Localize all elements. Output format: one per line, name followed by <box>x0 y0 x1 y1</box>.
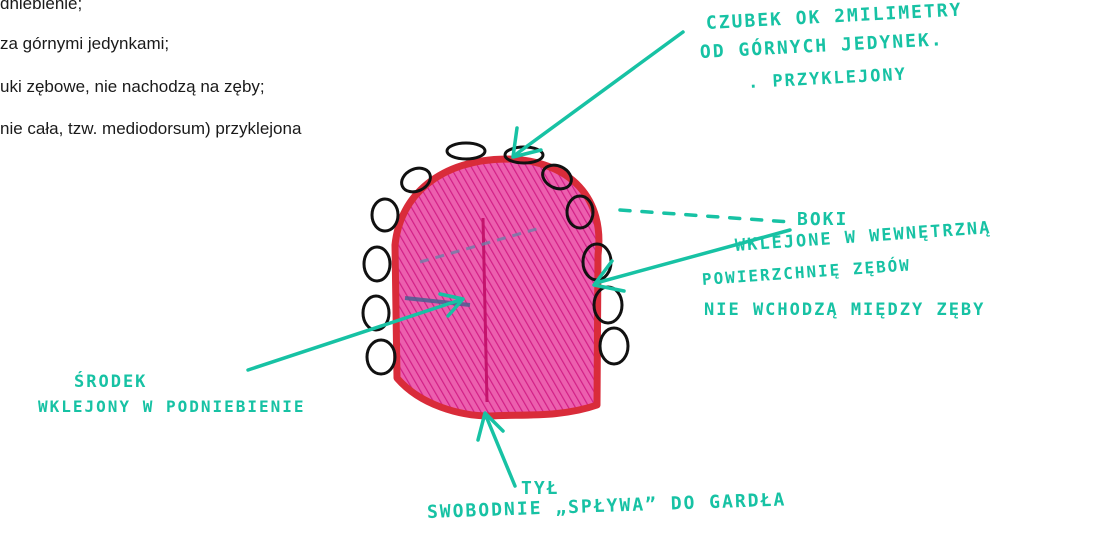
tooth-right-5 <box>600 328 628 364</box>
srodek-line-2: WKLEJONY W PODNIEBIENIE <box>38 397 306 416</box>
boki-line-1: BOKI <box>797 209 848 230</box>
tooth-left-5 <box>367 340 395 374</box>
tooth-front-left <box>447 143 485 159</box>
tyl-line-1: TYŁ <box>521 478 560 499</box>
tongue-shape <box>395 159 599 416</box>
srodek-line-1: ŚRODEK <box>74 372 147 392</box>
boki-line-4: NIE WCHODZĄ MIĘDZY ZĘBY <box>704 300 985 320</box>
tooth-left-3 <box>364 247 390 281</box>
tooth-left-2 <box>372 199 398 231</box>
arrow-czubek <box>515 32 683 155</box>
arrow-boki-dashed <box>620 210 790 222</box>
